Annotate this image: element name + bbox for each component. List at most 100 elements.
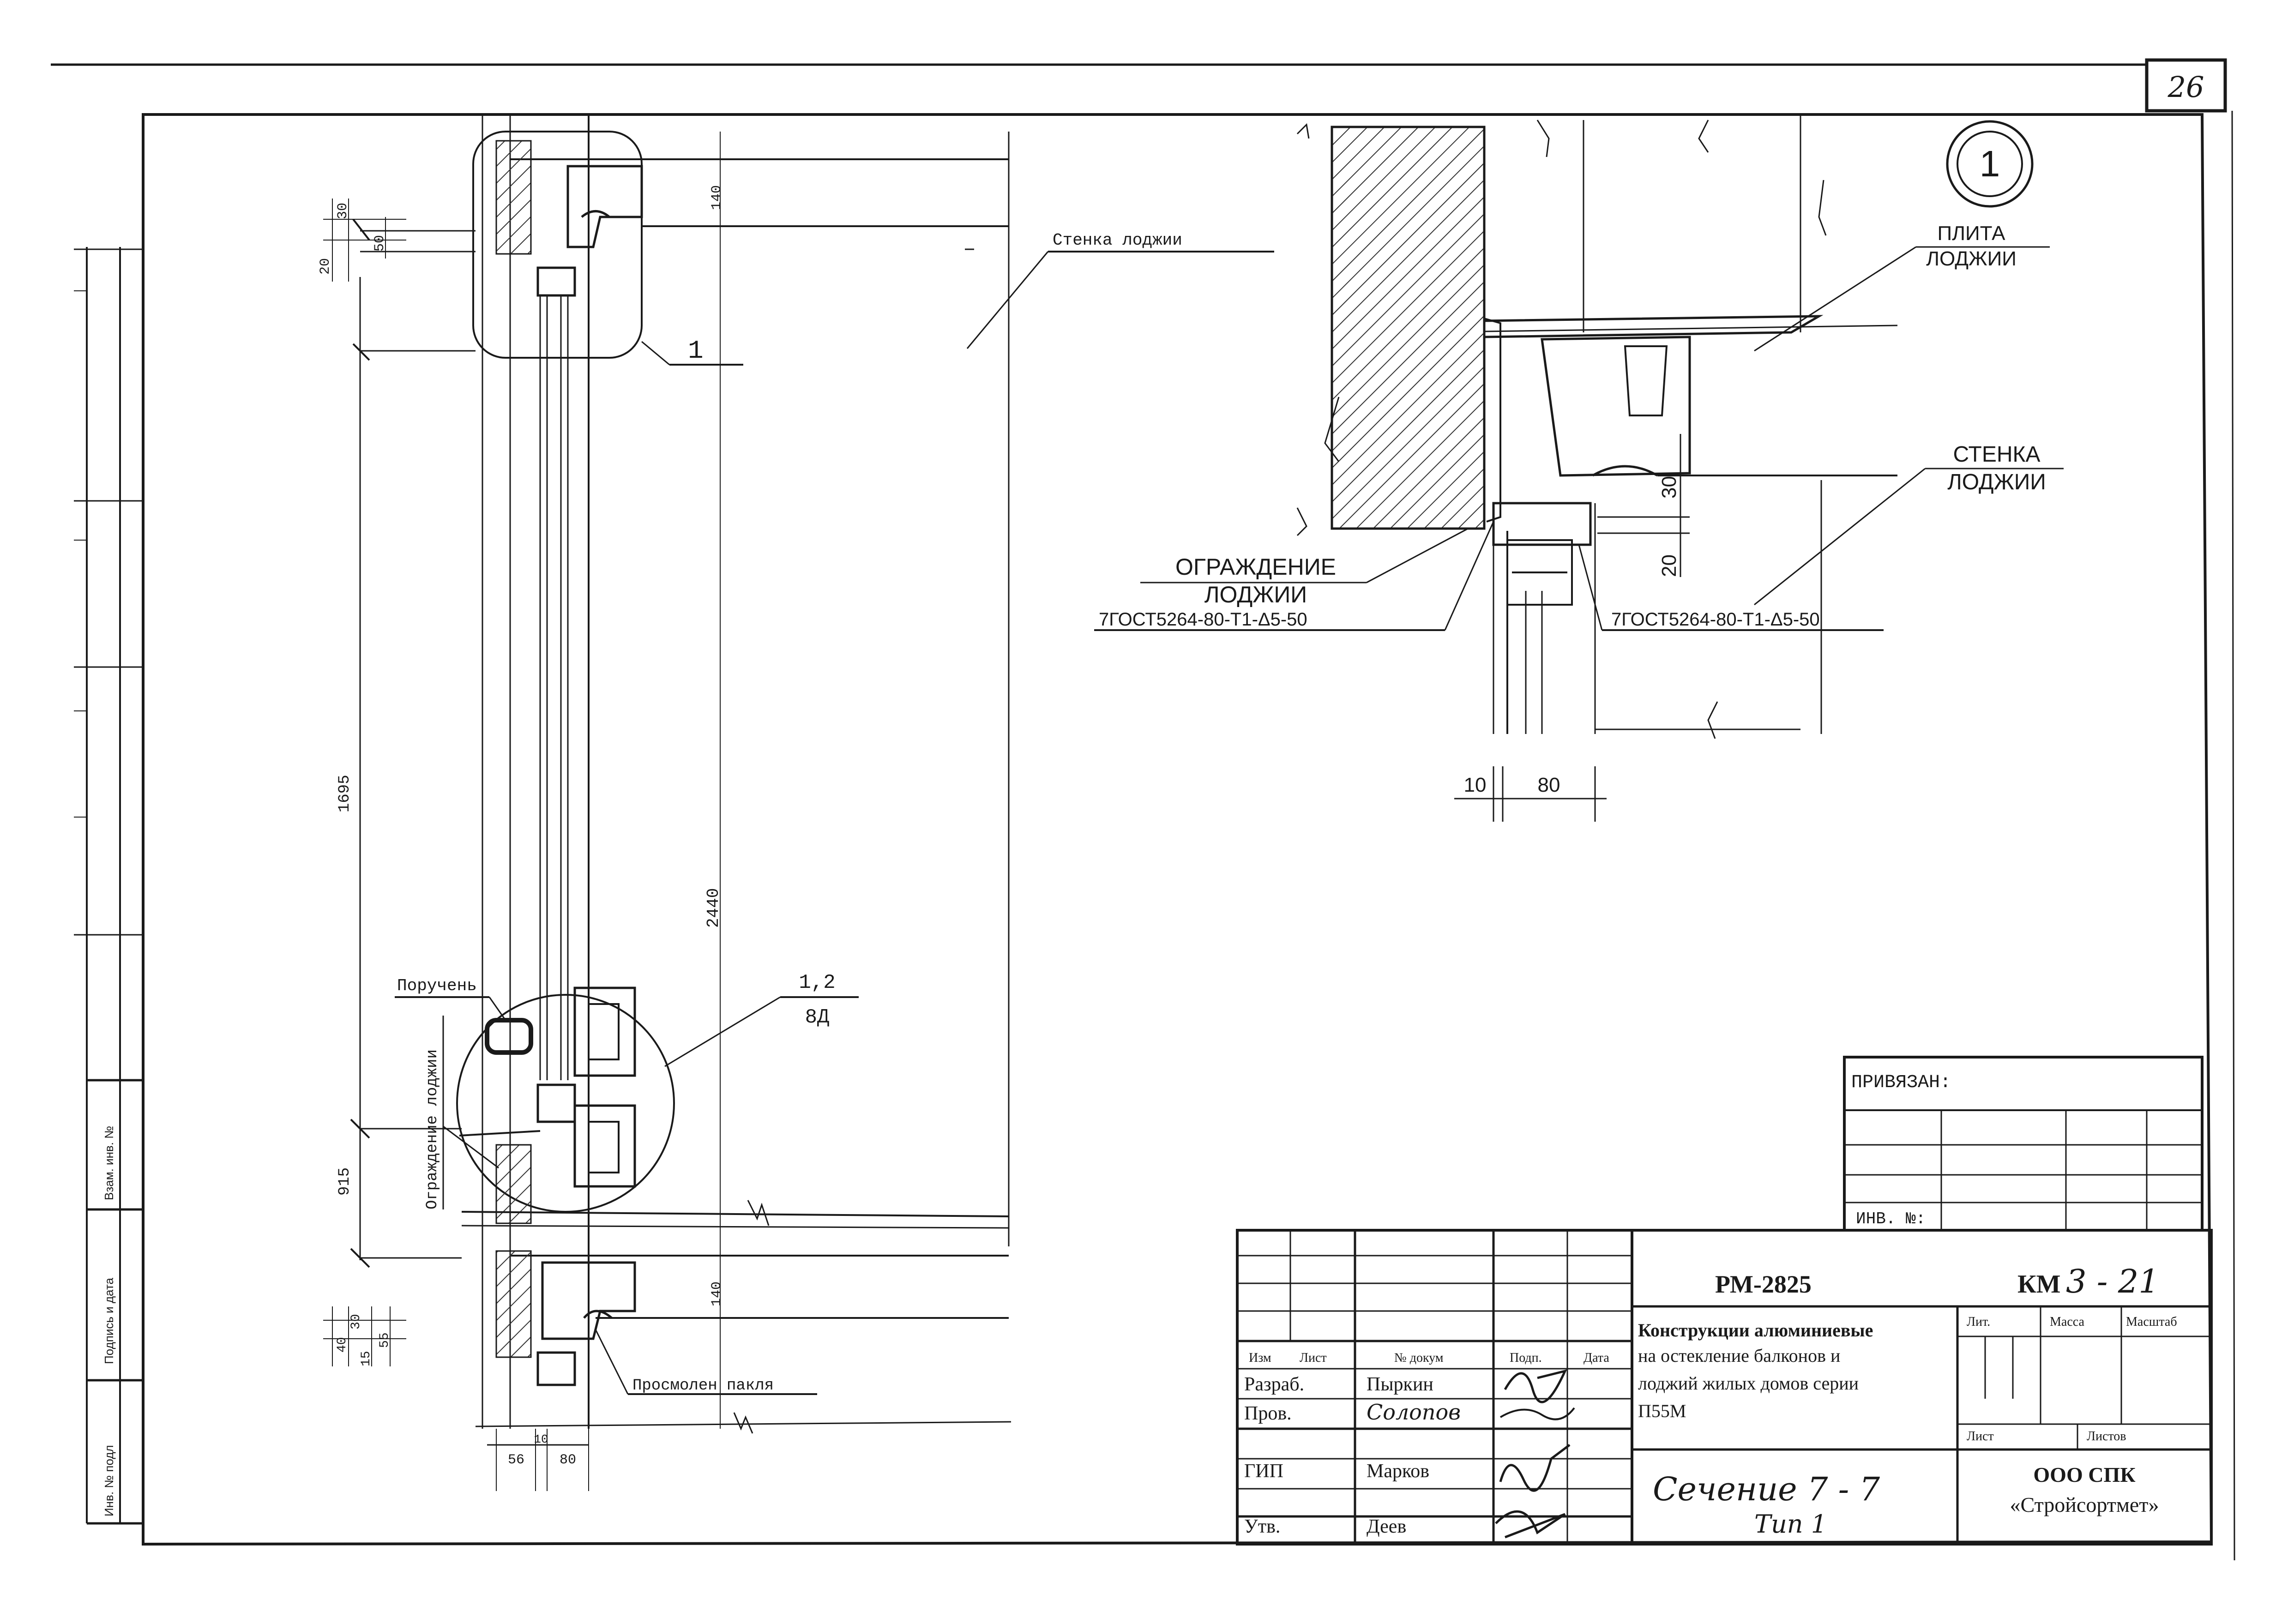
dim-1695: 1695 bbox=[336, 775, 354, 812]
desc-line-0: Конструкции алюминиевые bbox=[1638, 1320, 1873, 1341]
role-1: Пров. bbox=[1244, 1403, 1292, 1424]
dim-20: 20 bbox=[1658, 554, 1680, 577]
project-code: РМ-2825 bbox=[1715, 1270, 1812, 1298]
dim-80: 80 bbox=[1538, 774, 1560, 796]
bottom-concrete-hatch bbox=[495, 1250, 532, 1358]
right-trim-line bbox=[2231, 110, 2235, 1561]
plate-label-1: ПЛИТА bbox=[1938, 222, 2006, 245]
wall-label-1: СТЕНКА bbox=[1953, 442, 2040, 467]
bottom-frame-profile bbox=[536, 1351, 576, 1386]
callout-ref-top: 1,2 bbox=[799, 971, 835, 994]
sheet-subtitle: Тип 1 bbox=[1754, 1510, 1827, 1539]
handrail-label: Поручень bbox=[397, 976, 477, 995]
hdr-list: Лист bbox=[1300, 1351, 1327, 1365]
wall-label: Стенка лоджии bbox=[1053, 231, 1182, 250]
role-3: Утв. bbox=[1244, 1516, 1280, 1537]
fence-label-1: ОГРАЖДЕНИЕ bbox=[1175, 554, 1336, 580]
top-frame-profile bbox=[536, 266, 576, 297]
podpis-data-label: Подпись и дата bbox=[102, 1277, 116, 1364]
dim-15: 15 bbox=[359, 1351, 373, 1366]
hdr-podp: Подп. bbox=[1510, 1351, 1542, 1365]
fence-label-2: ЛОДЖИИ bbox=[1204, 582, 1307, 607]
fence-label: Ограждение лоджии bbox=[424, 1049, 441, 1209]
binding-box: ПРИВЯЗАН: ИНВ. №: bbox=[1843, 1056, 2204, 1232]
hdr-doc: № докум bbox=[1394, 1351, 1444, 1365]
detail-1-marker-inner bbox=[1957, 131, 2023, 197]
wall-hatch bbox=[1331, 126, 1486, 530]
fence-hatch bbox=[495, 1144, 532, 1224]
handrail-profile bbox=[485, 1018, 533, 1055]
signature-solopov bbox=[1499, 1407, 1575, 1420]
dim-140-top: 140 bbox=[709, 185, 725, 210]
detail-1-number: 1 bbox=[1980, 143, 2000, 184]
section-7-7-drawing: 1695 915 30 20 50 140 2440 140 40 30 15 … bbox=[318, 113, 1274, 1491]
role-2: ГИП bbox=[1244, 1461, 1283, 1482]
massa-label: Масса bbox=[2050, 1315, 2085, 1329]
signature-pyrkin bbox=[1504, 1369, 1567, 1403]
mid-frame-profile bbox=[536, 1083, 576, 1123]
floor-line bbox=[461, 1225, 1009, 1229]
wall-label-2: ЛОДЖИИ bbox=[1947, 470, 2046, 494]
top-seal bbox=[581, 210, 610, 218]
dim-50-top: 50 bbox=[372, 235, 388, 252]
desc-line-2: лоджий жилых домов серии bbox=[1638, 1373, 1859, 1394]
hdr-data: Дата bbox=[1584, 1351, 1609, 1365]
gost-right-label: 7ГОСТ5264-80-Т1-Δ5-50 bbox=[1611, 609, 1820, 630]
dim-30: 30 bbox=[1658, 476, 1680, 499]
dim-30-top: 30 bbox=[335, 203, 351, 219]
floor-line bbox=[461, 1211, 1009, 1217]
lit-label: Лит. bbox=[1967, 1315, 1990, 1329]
signature-markov bbox=[1499, 1444, 1571, 1492]
dim-915: 915 bbox=[336, 1167, 354, 1196]
beam-rib bbox=[1624, 345, 1668, 416]
detail-1-drawing: 1 ПЛИТА ЛОДЖИИ bbox=[1094, 115, 2064, 822]
title-block: Изм Лист № докум Подп. Дата Разраб. Пырк… bbox=[1236, 1229, 2213, 1546]
binding-title: ПРИВЯЗАН: bbox=[1851, 1072, 1951, 1093]
name-0: Пыркин bbox=[1367, 1374, 1433, 1395]
break-mark bbox=[733, 1412, 753, 1434]
vzam-inv-label: Взам. инв. № bbox=[102, 1126, 116, 1200]
break-mark bbox=[747, 1200, 770, 1226]
callout-ref-bottom: 8Д bbox=[805, 1006, 830, 1029]
seal-curve bbox=[1592, 465, 1658, 477]
drawing-code-prefix: КМ bbox=[2017, 1270, 2060, 1299]
name-3: Деев bbox=[1367, 1516, 1406, 1537]
signature-deev bbox=[1495, 1510, 1566, 1539]
sheet-number-box: 26 bbox=[2145, 58, 2227, 113]
drawing-frame bbox=[142, 113, 2213, 1546]
sheet-number: 26 bbox=[2168, 70, 2204, 104]
handrail-bracket bbox=[573, 986, 636, 1077]
dim-10: 10 bbox=[1464, 774, 1487, 796]
fence-bracket-inner bbox=[588, 1121, 620, 1173]
desc-line-3: П55М bbox=[1638, 1401, 1686, 1421]
dim-30-bottom: 30 bbox=[349, 1314, 363, 1329]
dim-140-bottom: 140 bbox=[709, 1281, 725, 1306]
slab-plate bbox=[1483, 315, 1824, 338]
top-concrete-hatch bbox=[495, 140, 532, 255]
bottom-seal bbox=[583, 1310, 613, 1319]
dim-56: 56 bbox=[508, 1452, 524, 1468]
listov-label: Листов bbox=[2087, 1429, 2126, 1444]
masshtab-label: Масштаб bbox=[2126, 1315, 2177, 1329]
beam-profile bbox=[1541, 336, 1691, 477]
handrail-bracket-inner bbox=[588, 1003, 620, 1060]
fence-bracket bbox=[573, 1104, 636, 1188]
dim-40: 40 bbox=[335, 1337, 349, 1353]
name-1: Солопов bbox=[1367, 1400, 1461, 1425]
callout-1-label: 1 bbox=[688, 336, 704, 366]
dim-10-left: 10 bbox=[534, 1432, 548, 1446]
dim-80-left: 80 bbox=[560, 1452, 576, 1468]
dim-2440: 2440 bbox=[704, 888, 723, 928]
inv-podl-label: Инв. № подл bbox=[102, 1445, 116, 1516]
dim-55: 55 bbox=[378, 1332, 392, 1348]
fence-top-line bbox=[459, 1130, 541, 1137]
plate-label-2: ЛОДЖИИ bbox=[1926, 247, 2017, 270]
org-name-1: ООО СПК bbox=[2033, 1463, 2135, 1486]
list-label: Лист bbox=[1967, 1429, 1994, 1444]
binding-inv: ИНВ. №: bbox=[1856, 1209, 1926, 1228]
tow-label: Просмолен пакля bbox=[632, 1377, 774, 1395]
name-2: Марков bbox=[1367, 1461, 1429, 1482]
org-name-2: «Стройсортмет» bbox=[2010, 1493, 2159, 1516]
detail-1-outline bbox=[472, 131, 643, 359]
